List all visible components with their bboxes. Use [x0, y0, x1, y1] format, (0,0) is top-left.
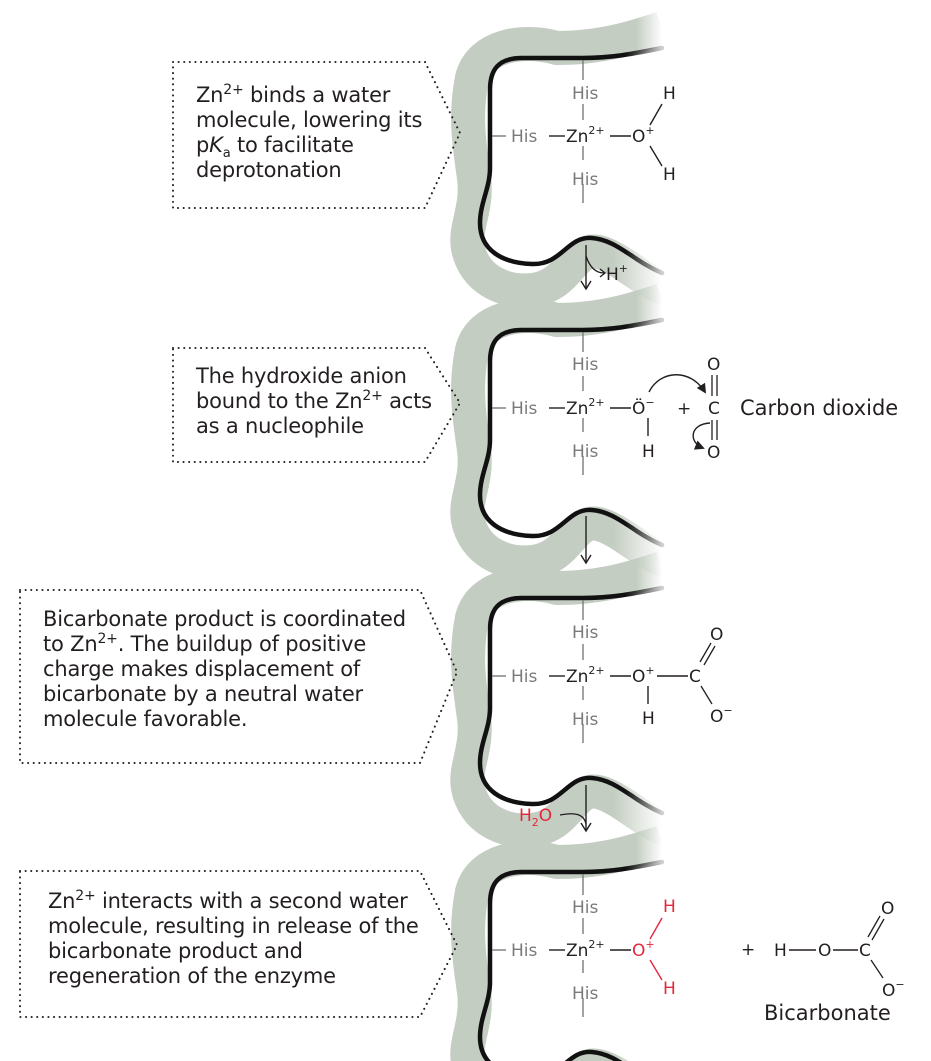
svg-text:H: H [663, 979, 676, 999]
nucleophilic-attack-arrow [648, 374, 707, 394]
svg-text:+: + [741, 940, 755, 960]
pi-bond-electron-arrow [692, 422, 711, 450]
plus-sign: + [677, 399, 691, 419]
step-1-active-site: His His His Zn2+ O+ H H [467, 28, 676, 290]
svg-text:O: O [881, 899, 894, 919]
svg-text:C: C [708, 399, 720, 419]
svg-text:Zn2+: Zn2+ [566, 938, 605, 961]
step-arrow-1: H+ [580, 245, 628, 291]
svg-text:H: H [663, 897, 676, 917]
svg-text:His: His [572, 623, 599, 643]
svg-text:O−: O− [710, 704, 733, 727]
step-4-active-site: His His His Zn2+ O+ H H + H O C O O− Bic… [467, 842, 905, 1061]
svg-text:His: His [511, 941, 538, 961]
proton-label: H+ [606, 262, 628, 285]
bicarbonate-label: Bicarbonate [764, 1001, 891, 1025]
his-left-label: His [511, 127, 538, 147]
svg-text:Ö−: Ö− [632, 396, 655, 419]
callout-text-3: Bicarbonate product is coordinated to Zn… [43, 607, 406, 731]
svg-text:H: H [642, 709, 655, 729]
carbon-dioxide-label: Carbon dioxide [740, 396, 898, 420]
step-arrow-3: H2O [519, 785, 592, 833]
step-3-active-site: His His His Zn2+ O+ H C O O− [467, 568, 733, 830]
svg-text:H: H [663, 165, 676, 185]
svg-text:O: O [707, 443, 720, 463]
svg-text:His: His [572, 355, 599, 375]
step-2-active-site: His His His Zn2+ Ö− H + O C O Carbon dio… [467, 300, 898, 562]
svg-text:Zn2+: Zn2+ [566, 664, 605, 687]
svg-text:O: O [710, 625, 723, 645]
callout-text-1: Zn2+ binds a water molecule, lowering it… [196, 82, 423, 182]
his-top-label: His [572, 84, 599, 104]
svg-text:His: His [572, 710, 599, 730]
svg-text:C: C [859, 941, 871, 961]
callout-text-2: The hydroxide anion bound to the Zn2+ ac… [196, 364, 432, 438]
svg-text:O−: O− [882, 978, 905, 1001]
svg-text:His: His [511, 399, 538, 419]
svg-text:O: O [818, 941, 831, 961]
svg-text:H: H [642, 442, 655, 462]
svg-text:His: His [511, 667, 538, 687]
step-arrow-2 [580, 516, 592, 565]
oxygen-label: O+ [632, 124, 655, 147]
svg-text:O: O [707, 355, 720, 375]
callout-text-4: Zn2+ interacts with a second water molec… [48, 888, 419, 988]
svg-text:His: His [572, 984, 599, 1004]
water-reagent-label: H2O [519, 806, 552, 829]
zinc-label: Zn2+ [566, 124, 605, 147]
svg-text:H: H [774, 941, 787, 961]
svg-text:O+: O+ [632, 938, 655, 961]
svg-text:His: His [572, 898, 599, 918]
svg-text:His: His [572, 442, 599, 462]
svg-text:H: H [663, 84, 676, 104]
his-bottom-label: His [572, 170, 599, 190]
svg-text:O+: O+ [632, 664, 655, 687]
svg-text:Zn2+: Zn2+ [566, 396, 605, 419]
svg-text:C: C [689, 667, 701, 687]
